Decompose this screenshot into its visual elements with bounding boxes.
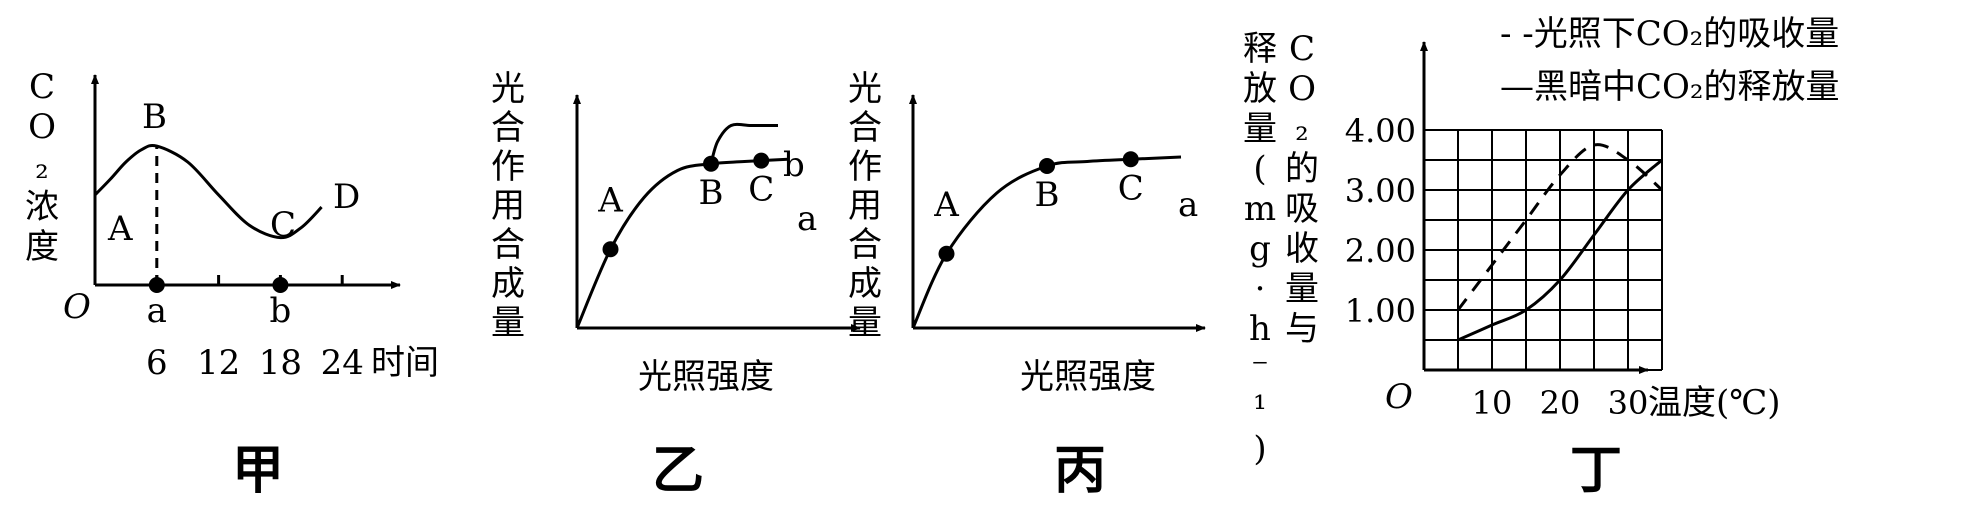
bing-point — [938, 245, 955, 262]
bing-point — [1039, 158, 1055, 174]
jia-tick-label: 6 — [146, 343, 168, 383]
yi-caption: 乙 — [652, 440, 704, 501]
jia-caption: 甲 — [232, 440, 284, 501]
ding-dashed-curve — [1456, 143, 1663, 311]
yi-point — [602, 241, 619, 258]
bing-caption: 丙 — [1054, 440, 1106, 501]
bing-point-label: A — [933, 185, 959, 225]
jia-tick-label: 24 — [321, 343, 364, 383]
ding-x-tick-label: 10 — [1472, 384, 1513, 422]
bing-points: A B C — [933, 151, 1144, 262]
bing-point-label: B — [1035, 175, 1060, 215]
jia-point-label-c: C — [270, 205, 296, 245]
jia-tick-label: 18 — [259, 343, 302, 383]
ding-y-tick-label: 4.00 — [1345, 112, 1416, 150]
jia-axis-dot — [272, 277, 289, 293]
bing-series-label-a: a — [1178, 185, 1198, 225]
ding-grid — [1423, 129, 1663, 371]
ding-caption: 丁 — [1570, 440, 1622, 501]
jia-axis-mark-label: b — [270, 291, 292, 331]
yi-curve-b — [709, 122, 778, 165]
bing-y-axis-label: 光合作用合成量 — [848, 69, 882, 343]
yi-point — [703, 155, 719, 172]
yi-point-label: A — [597, 180, 623, 220]
yi-series-label-a: a — [797, 199, 817, 239]
ding-y-tick-label: 3.00 — [1345, 172, 1416, 210]
jia-point-label-a: A — [107, 209, 133, 249]
yi-x-axis-label: 光照强度 — [638, 357, 774, 397]
ding-x-tick-label: 20 — [1540, 384, 1581, 422]
yi-point-label: B — [699, 173, 724, 213]
jia-ticks: 6 12 18 24 — [146, 275, 364, 383]
ding-y-tick-label: 2.00 — [1345, 232, 1416, 270]
ding-y-ticks: 1.00 2.00 3.00 4.00 — [1345, 112, 1416, 330]
bing-x-axis-label: 光照强度 — [1020, 357, 1156, 397]
ding-origin: O — [1385, 377, 1413, 417]
ding-y-tick-label: 1.00 — [1345, 292, 1416, 330]
yi-series-label-b: b — [783, 145, 805, 185]
jia-origin: O — [63, 287, 91, 327]
ding-x-ticks: 10 20 30 — [1472, 384, 1649, 422]
jia-x-axis-label: 时间 — [371, 343, 439, 383]
bing-point — [1122, 151, 1139, 168]
ding-solid-curve — [1457, 158, 1663, 342]
yi-y-axis-label: 光合作用合成量 — [491, 69, 525, 343]
ding-legend-solid: —黑暗中CO₂的释放量 — [1500, 67, 1840, 107]
ding-legend-dashed: - -光照下CO₂的吸收量 — [1500, 14, 1839, 54]
ding-x-tick-label: 30 — [1608, 384, 1649, 422]
jia-axis-dot — [148, 277, 165, 293]
jia-point-label-d: D — [333, 177, 360, 217]
jia-tick-label: 12 — [197, 343, 240, 383]
yi-point — [753, 152, 770, 169]
jia-co2-curve — [93, 143, 323, 240]
bing-point-label: C — [1118, 168, 1144, 208]
yi-point-label: C — [748, 170, 774, 210]
jia-axis-mark-label: a — [147, 291, 167, 331]
ding-x-axis-label: 温度(℃) — [1648, 383, 1781, 423]
jia-point-label-b: B — [142, 97, 167, 137]
panel-bing: 光合作用合成量 A B C a 光照强度 丙 — [848, 69, 1206, 501]
